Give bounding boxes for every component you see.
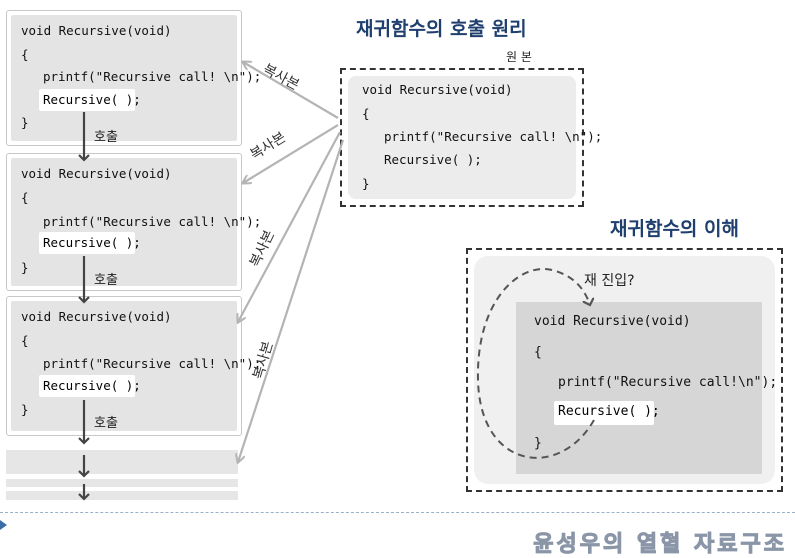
copy-block-3-bg <box>11 301 237 431</box>
reenter-label: 재 진입? <box>584 273 635 289</box>
code-call: Recursive( ); <box>43 235 141 250</box>
code-open-brace: { <box>21 47 29 62</box>
code-open-brace: { <box>21 190 29 205</box>
understanding-title: 재귀함수의 이해 <box>610 218 739 240</box>
continuation-strip <box>6 450 238 474</box>
call-label: 호출 <box>94 416 118 431</box>
code-call: Recursive( ); <box>558 404 660 419</box>
copy-block-1: void Recursive(void) { printf("Recursive… <box>6 10 261 146</box>
code-signature: void Recursive(void) <box>21 23 172 38</box>
code-printf: printf("Recursive call! \n"); <box>43 214 262 229</box>
code-close-brace: } <box>21 402 29 417</box>
understanding-box: void Recursive(void) { printf("Recursive… <box>466 248 783 492</box>
code-printf: printf("Recursive call! \n"); <box>384 129 603 144</box>
copy-label: 복사본 <box>247 228 278 270</box>
copy-block-1-bg <box>11 15 237 141</box>
code-signature: void Recursive(void) <box>21 309 172 324</box>
call-highlight: Recursive( ); <box>39 89 141 111</box>
continuation-strip <box>6 479 238 487</box>
function-panel: void Recursive(void) { printf("Recursive… <box>516 302 777 474</box>
copy-label: 복사본 <box>248 129 289 163</box>
code-close-brace: } <box>21 260 29 275</box>
footer-marker-icon <box>0 520 7 530</box>
principle-title: 재귀함수의 호출 원리 <box>356 18 527 40</box>
code-call: Recursive( ); <box>384 152 482 167</box>
code-signature: void Recursive(void) <box>362 82 513 97</box>
copy-arrow <box>238 139 345 462</box>
code-signature: void Recursive(void) <box>534 314 691 329</box>
call-label: 호출 <box>94 130 118 145</box>
code-close-brace: } <box>21 115 29 130</box>
code-printf: printf("Recursive call!\n"); <box>558 375 778 390</box>
code-open-brace: { <box>21 333 29 348</box>
original-label: 원 본 <box>506 50 532 64</box>
code-call: Recursive( ); <box>43 92 141 107</box>
call-highlight: Recursive( ); <box>554 401 660 425</box>
footer-title: 윤성우의 열혈 자료구조 <box>533 532 787 558</box>
code-close-brace: } <box>534 436 542 451</box>
code-open-brace: { <box>362 106 370 121</box>
call-highlight: Recursive( ); <box>39 232 141 254</box>
code-printf: printf("Recursive call! \n"); <box>43 69 262 84</box>
code-printf: printf("Recursive call! \n"); <box>43 356 262 371</box>
copy-arrow <box>243 124 339 183</box>
continuation-strip <box>6 491 238 500</box>
original-function-box: void Recursive(void) { printf("Recursive… <box>340 68 602 207</box>
code-close-brace: } <box>362 176 370 191</box>
call-highlight: Recursive( ); <box>39 375 141 397</box>
code-signature: void Recursive(void) <box>21 166 172 181</box>
code-open-brace: { <box>534 345 542 360</box>
copy-block-2: void Recursive(void) { printf("Recursive… <box>6 153 261 291</box>
code-call: Recursive( ); <box>43 378 141 393</box>
call-label: 호출 <box>94 273 118 288</box>
copy-label: 복사본 <box>260 61 302 93</box>
copy-block-3: void Recursive(void) { printf("Recursive… <box>6 296 261 436</box>
original-function-bg <box>348 76 576 199</box>
copy-block-2-bg <box>11 158 237 286</box>
footer-divider <box>0 512 795 513</box>
